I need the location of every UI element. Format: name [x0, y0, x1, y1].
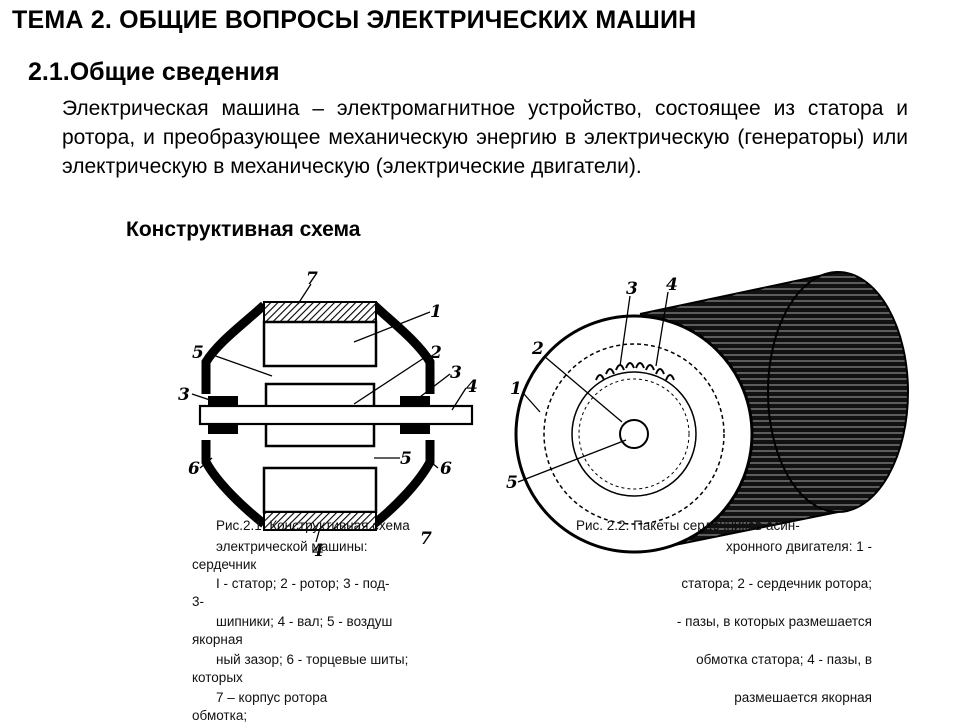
right-label: 3 [626, 279, 638, 299]
right-label: 2 [531, 339, 544, 359]
left-label: 4 [312, 541, 324, 561]
machine-illustrations: 7 1 2 3 4 5 3 6 5 6 4 7 [178, 269, 909, 561]
caption-line: 7 – корпус ротора [216, 690, 328, 705]
caption-line: Рис.2.1. Конструктивная схема [216, 518, 410, 533]
left-label: 7 [420, 529, 432, 549]
caption-line: шипники; 4 - вал; 5 - воздуш [216, 614, 393, 629]
left-label: 7 [306, 269, 318, 289]
caption-line: которых [192, 670, 243, 685]
right-label: 4 [666, 275, 678, 295]
left-label: 5 [192, 343, 204, 363]
caption-line: хронного двигателя: 1 - [725, 539, 872, 554]
caption-line: сердечник [192, 557, 257, 572]
caption-line: якорная [192, 632, 243, 647]
caption-line: ный зазор; 6 - торцевые шиты; [216, 652, 409, 667]
caption-line: Рис. 2.2. Пакеты сердечников асин- [576, 518, 800, 533]
caption-line: электрической машины: [216, 539, 368, 554]
caption-line: I - статор; 2 - ротор; 3 - под- [216, 576, 390, 591]
section-heading: 2.1.Общие сведения [28, 58, 280, 86]
left-label: 2 [429, 343, 442, 363]
left-label: 6 [440, 459, 452, 479]
caption-line: 3- [192, 594, 205, 609]
caption-line: размешается якорная [734, 690, 872, 705]
scheme-heading: Конструктивная схема [126, 218, 361, 241]
left-label: 3 [178, 385, 190, 405]
caption-line: обмотка; [192, 708, 248, 723]
caption-line: - пазы, в которых размешается [676, 614, 872, 629]
left-label: 1 [430, 302, 442, 322]
caption-line: обмотка статора; 4 - пазы, в [696, 652, 872, 667]
right-label: 1 [510, 379, 522, 399]
left-label: 3 [450, 363, 462, 383]
page-title: ТЕМА 2. ОБЩИЕ ВОПРОСЫ ЭЛЕКТРИЧЕСКИХ МАШИ… [12, 6, 697, 34]
definition-paragraph: Электрическая машина – электромагнитное … [62, 97, 908, 178]
left-label: 4 [466, 377, 478, 397]
right-label: 5 [506, 473, 518, 493]
left-label: 6 [188, 459, 200, 479]
figure-area: 7 1 2 3 4 5 3 6 5 6 4 7 [148, 262, 918, 723]
left-label: 5 [400, 449, 412, 469]
core-packs-drawing: 3 4 2 1 5 [506, 271, 909, 554]
caption-line: статора; 2 - сердечник ротора; [681, 576, 872, 591]
machine-cross-section: 7 1 2 3 4 5 3 6 5 6 4 7 [178, 269, 478, 561]
